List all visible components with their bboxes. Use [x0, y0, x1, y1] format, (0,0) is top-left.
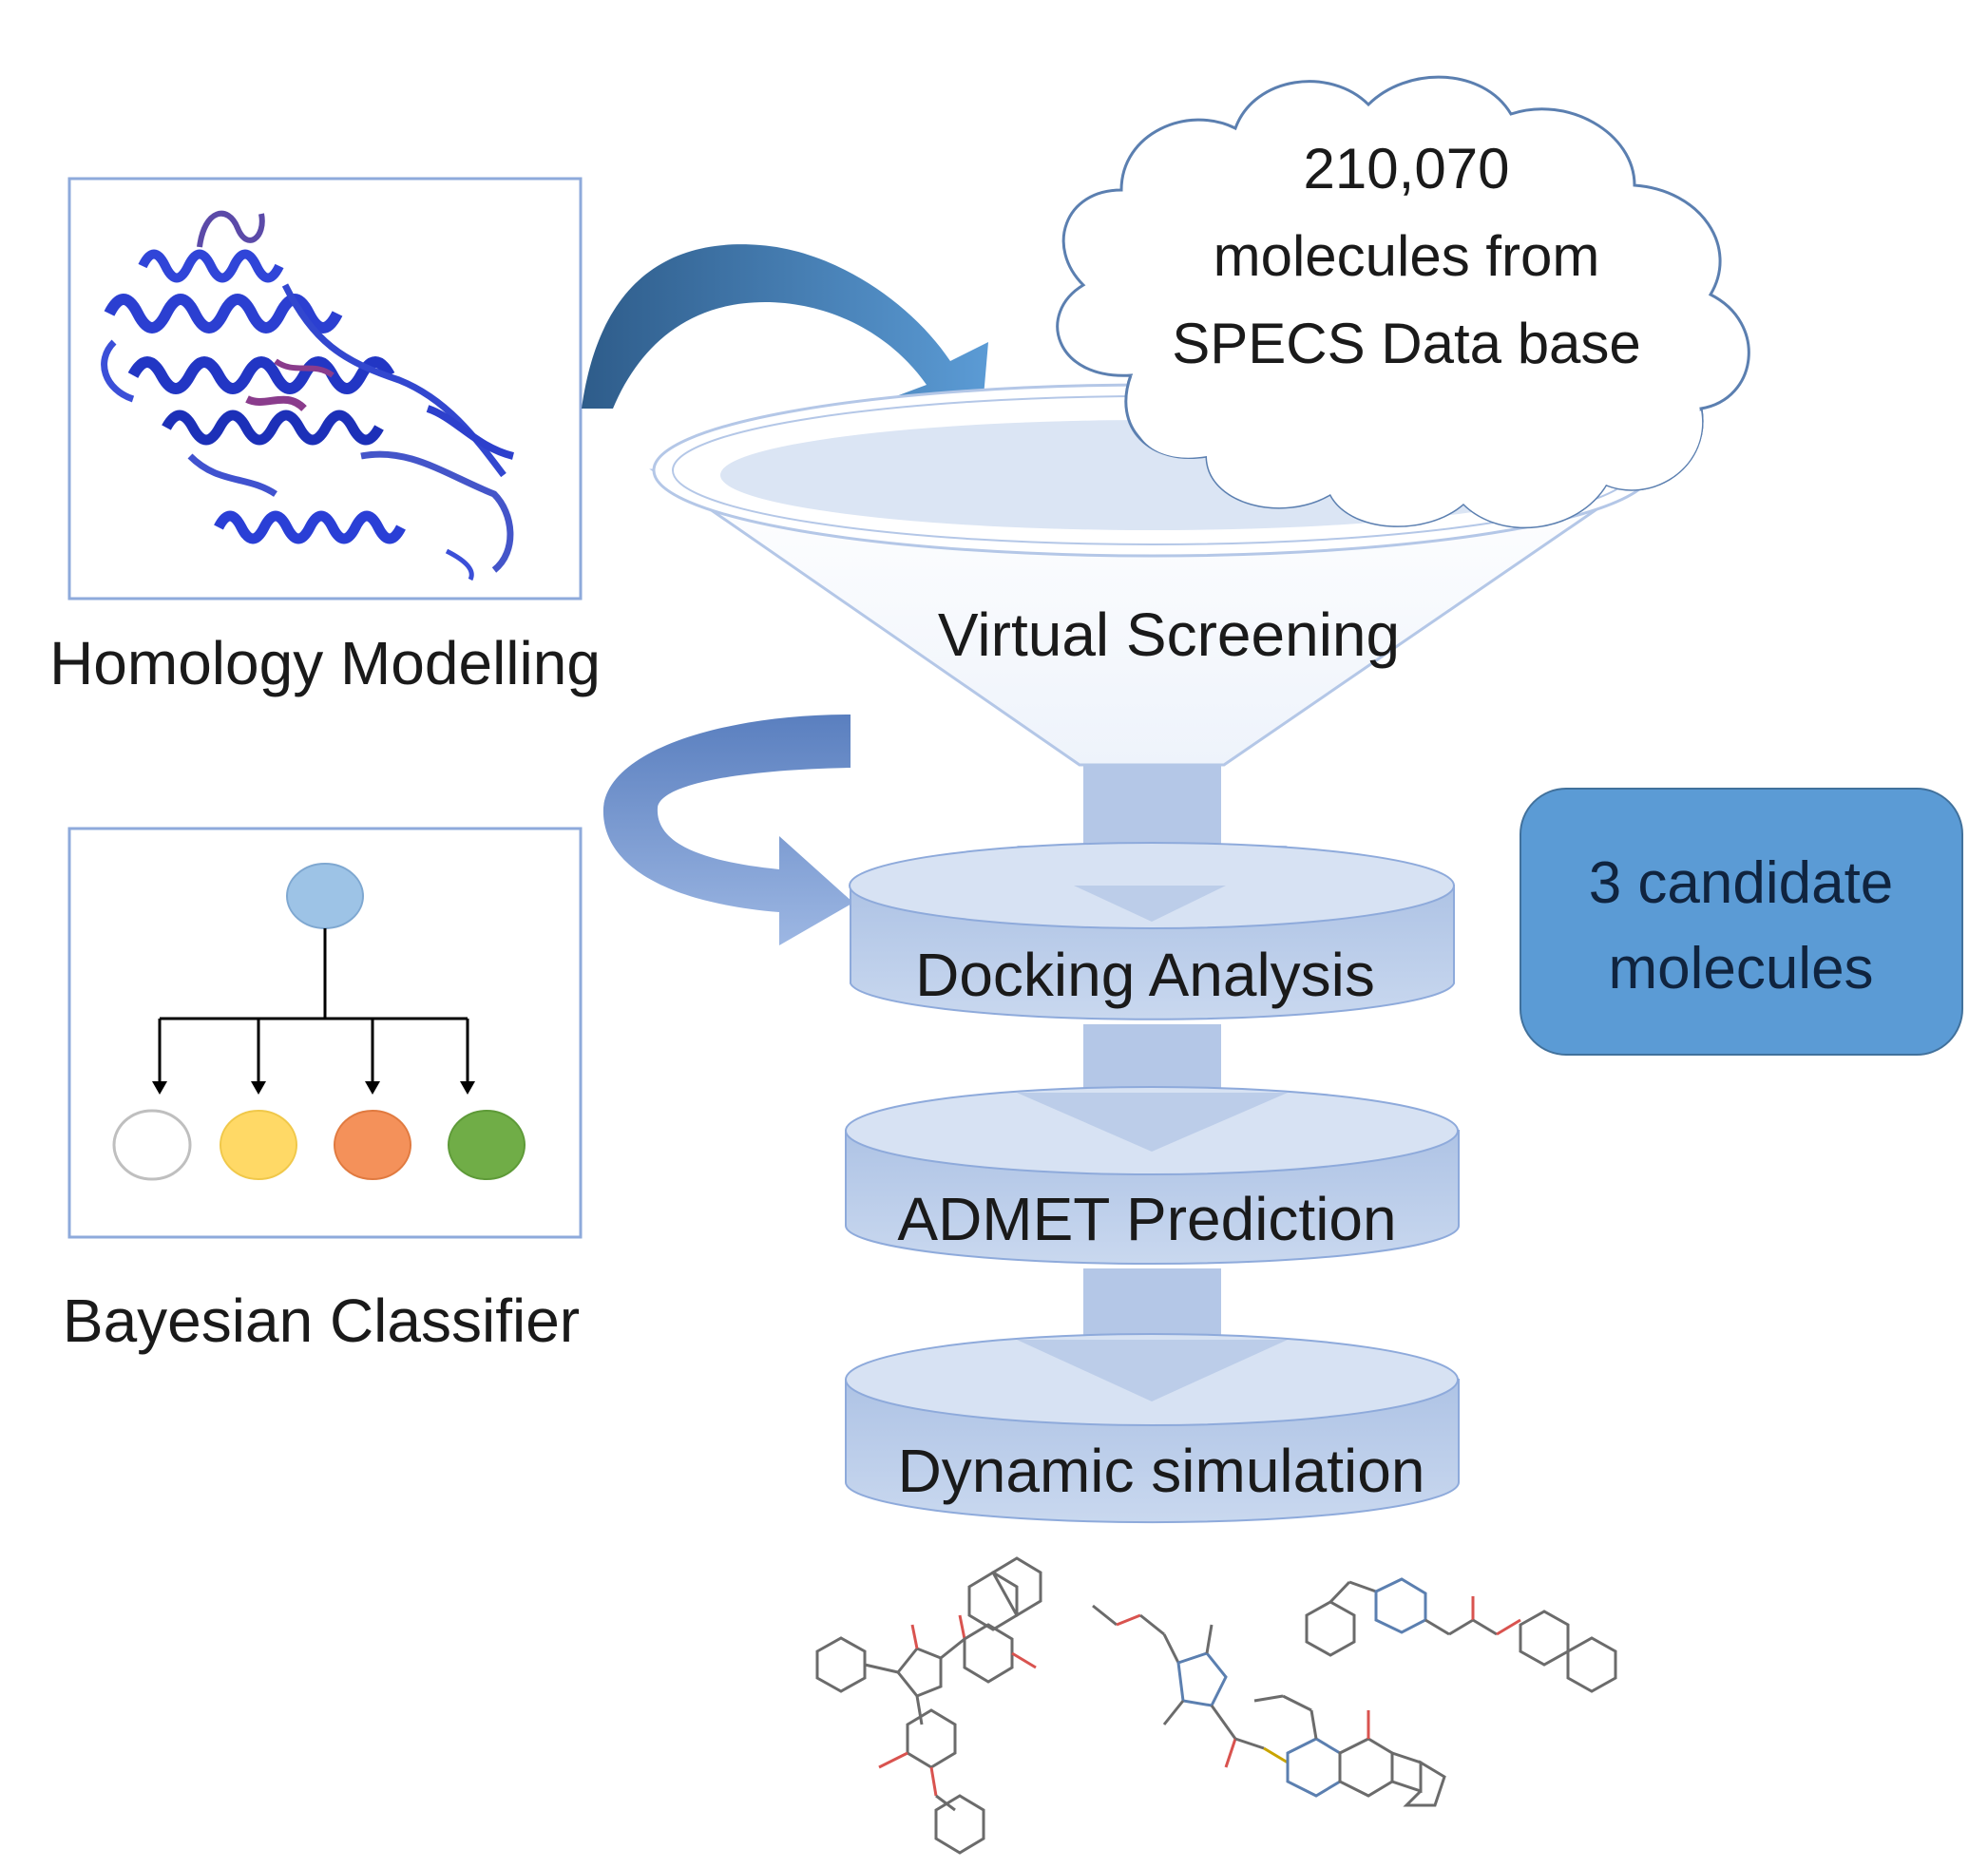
- molecule-structure-3-icon: [1305, 1577, 1617, 1693]
- candidates-line2: molecules: [1608, 936, 1873, 1001]
- dynamic-label: Dynamic simulation: [898, 1437, 1425, 1505]
- admet-stage: ADMET Prediction: [845, 1086, 1460, 1266]
- candidates-line1: 3 candidate: [1589, 850, 1894, 916]
- molecule-structure-1-icon: [815, 1556, 1042, 1855]
- database-line3: SPECS Data base: [1172, 312, 1641, 375]
- bayesian-to-docking-arrow: [602, 715, 853, 945]
- database-count: 210,070: [1304, 137, 1510, 200]
- homology-to-screening-arrow: [582, 244, 988, 451]
- dynamic-stage: Dynamic simulation: [845, 1333, 1460, 1524]
- molecule-structure-2-icon: [1092, 1604, 1446, 1807]
- homology-label: Homology Modelling: [49, 629, 601, 697]
- protein-ribbon-icon: [101, 210, 515, 581]
- screening-funnel: Virtual Screening: [649, 374, 1704, 767]
- classifier-node-green: [448, 1110, 526, 1180]
- candidates-box: 3 candidate molecules: [1520, 788, 1963, 1056]
- docking-stage: Docking Analysis: [849, 842, 1455, 1020]
- database-line2: molecules from: [1214, 224, 1600, 288]
- classifier-branches: [152, 1019, 475, 1095]
- bayesian-panel: Bayesian Classifier: [63, 827, 583, 1355]
- bayesian-label: Bayesian Classifier: [63, 1287, 580, 1355]
- homology-frame: [67, 177, 583, 600]
- classifier-node-white: [112, 1109, 192, 1181]
- homology-panel: Homology Modelling: [49, 177, 601, 697]
- admet-label: ADMET Prediction: [897, 1185, 1396, 1253]
- screening-label: Virtual Screening: [938, 600, 1400, 669]
- docking-label: Docking Analysis: [915, 941, 1375, 1009]
- classifier-node-yellow: [220, 1110, 297, 1180]
- classifier-node-orange: [334, 1110, 411, 1180]
- classifier-root-node: [286, 863, 364, 929]
